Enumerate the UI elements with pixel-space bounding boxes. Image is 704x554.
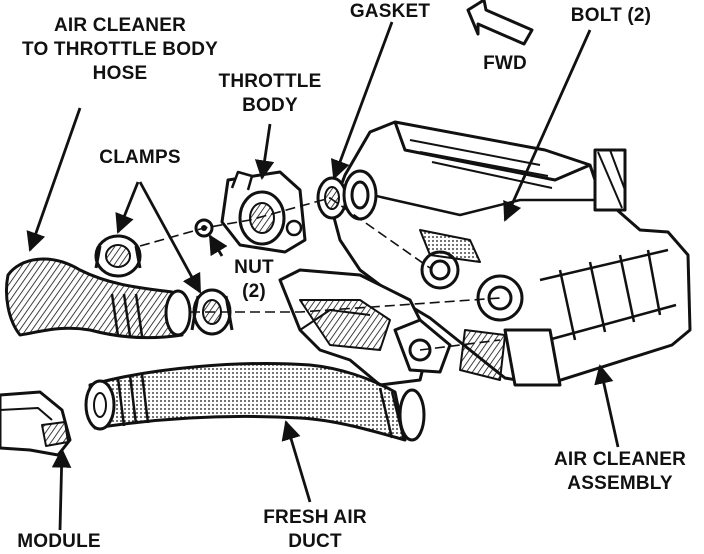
forward-arrow-icon bbox=[466, 0, 534, 46]
label-module: MODULE bbox=[4, 530, 114, 554]
intake-manifold bbox=[330, 120, 692, 387]
label-fresh-air-duct: FRESH AIR DUCT bbox=[245, 506, 385, 554]
label-line: BODY bbox=[242, 95, 298, 116]
label-line: GASKET bbox=[349, 1, 431, 22]
label-line: NUT bbox=[234, 257, 274, 278]
throttle-body-part bbox=[194, 170, 307, 254]
label-line: AIR CLEANER bbox=[553, 449, 687, 470]
label-line: FWD bbox=[483, 53, 527, 74]
label-line: DUCT bbox=[288, 531, 342, 552]
label-bolt: BOLT (2) bbox=[556, 4, 666, 28]
label-air-cleaner-assembly: AIR CLEANER ASSEMBLY bbox=[540, 448, 700, 496]
label-line: HOSE bbox=[92, 63, 148, 84]
label-line: BOLT (2) bbox=[570, 5, 652, 26]
air-cleaner-body bbox=[278, 268, 452, 387]
label-throttle-body: THROTTLE BODY bbox=[210, 70, 330, 118]
leader-lines bbox=[26, 21, 620, 531]
air-cleaner-hose bbox=[5, 257, 192, 340]
label-fwd: FWD bbox=[470, 52, 540, 76]
label-line: TO THROTTLE BODY bbox=[21, 39, 218, 60]
gasket-part bbox=[316, 169, 378, 221]
label-line: (2) bbox=[242, 281, 266, 302]
label-line: ASSEMBLY bbox=[567, 473, 673, 494]
label-line: CLAMPS bbox=[99, 147, 181, 168]
label-nut: NUT (2) bbox=[214, 256, 294, 304]
alignment-lines bbox=[139, 197, 501, 351]
label-gasket: GASKET bbox=[340, 0, 440, 24]
label-clamps: CLAMPS bbox=[85, 146, 195, 170]
label-line: MODULE bbox=[17, 531, 101, 552]
module-part bbox=[0, 390, 72, 457]
fresh-air-duct-part bbox=[84, 362, 426, 442]
label-air-cleaner-hose: AIR CLEANER TO THROTTLE BODY HOSE bbox=[0, 14, 240, 86]
label-line: AIR CLEANER bbox=[53, 15, 187, 36]
upper-clamp bbox=[94, 234, 142, 278]
label-line: THROTTLE bbox=[218, 71, 322, 92]
label-line: FRESH AIR bbox=[263, 507, 367, 528]
